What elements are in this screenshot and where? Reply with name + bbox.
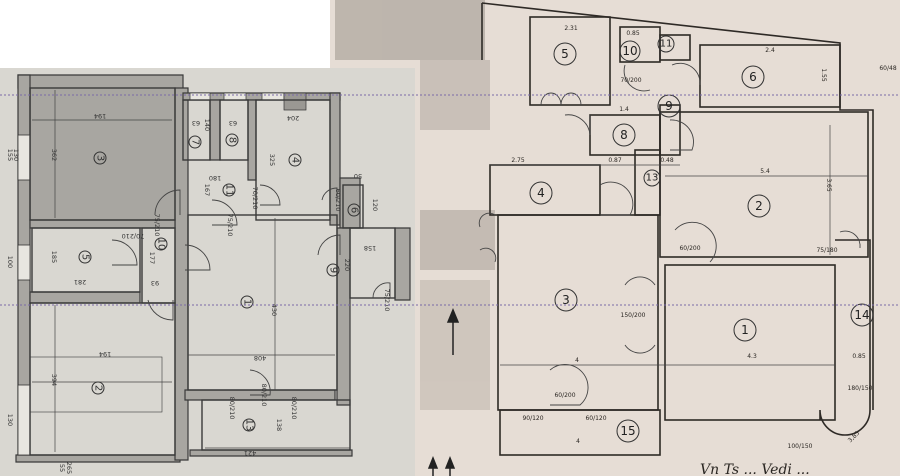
dimension-label: 100 (6, 256, 14, 268)
room-label: 14 (854, 308, 869, 322)
dimension-label: 130 (12, 149, 20, 161)
dimension-label: 130 (6, 414, 14, 426)
room-label: 3 (95, 155, 106, 161)
dimension-label: 5.4 (760, 168, 770, 175)
room-label: 6 (349, 207, 360, 213)
dimension-label: 362 (50, 149, 58, 161)
right-plan-paper (330, 0, 900, 476)
dimension-label: 70/210 (251, 187, 259, 210)
dimension-label: 430 (270, 304, 278, 316)
room-label: 1 (242, 299, 253, 305)
dimension-label: 75/210 (226, 214, 234, 237)
dimension-label: 155 (6, 149, 14, 161)
dimension-label: 220 (343, 259, 351, 271)
left-room-labels: 10 1 2 3 4 5 6 7 8 9 11 13 (78, 133, 361, 432)
dimension-label: 60/200 (679, 245, 700, 252)
left-floor-plan: 10 1 2 3 4 5 6 7 8 9 11 13 194 362 155 1… (6, 74, 411, 474)
dimension-label: 2.31 (564, 25, 578, 32)
dimension-label: 60/48 (879, 65, 896, 72)
dimension-label: 60/210 (334, 189, 342, 212)
room-label: 9 (665, 99, 673, 113)
dimension-label: 0.85 (626, 30, 640, 37)
dimension-label: 0.48 (660, 157, 674, 164)
dimension-label: 138 (275, 419, 283, 431)
dimension-label: 80/210 (228, 397, 236, 420)
room-label: 15 (620, 424, 635, 438)
room-label: 13 (646, 173, 659, 184)
dimension-label: 158 (364, 244, 376, 252)
dimension-label: 80/210 (290, 397, 298, 420)
dimension-label: 1.4 (619, 106, 629, 113)
right-room-labels: 1 2 3 4 5 6 8 9 10 11 13 14 15 (529, 35, 874, 443)
room-label: 10 (622, 44, 637, 58)
room-label: 8 (620, 128, 628, 142)
dimension-label: 4.3 (747, 353, 757, 360)
dimension-label: 177 (148, 252, 156, 264)
room-label: 3 (562, 293, 570, 307)
room-label: 8 (227, 137, 238, 143)
dimension-label: 150/200 (621, 312, 646, 319)
dimension-label: 2.75 (511, 157, 525, 164)
dimension-label: 180/150 (848, 385, 873, 392)
dimension-label: 194 (99, 350, 111, 358)
dimension-label: 2.4 (765, 47, 775, 54)
dimension-label: 75/180 (816, 247, 837, 254)
dimension-label: 421 (244, 449, 256, 457)
stairwell-smudge (335, 0, 495, 410)
room-label: 5 (80, 254, 91, 260)
room-label: 6 (749, 70, 757, 84)
dimension-label: 394 (50, 374, 58, 386)
room-label: 9 (328, 267, 339, 273)
dimension-label: 4 (575, 357, 579, 364)
dimension-label: 194 (94, 112, 106, 120)
dimension-label: 93 (151, 279, 159, 287)
dimension-label: 0.85 (852, 353, 866, 360)
left-dimension-labels: 194 362 155 130 63 140 63 204 325 180 16… (6, 112, 391, 474)
dimension-label: 204 (287, 114, 299, 122)
dimension-label: 408 (254, 354, 266, 362)
dimension-label: 180 (209, 174, 221, 182)
room-label: 1 (741, 323, 749, 337)
dimension-label: 70/200 (620, 77, 641, 84)
dimension-label: 63 (229, 119, 237, 127)
dimension-label: 167 (203, 184, 211, 196)
room-label: 11 (660, 39, 673, 50)
dimension-label: 140 (203, 119, 211, 131)
room-label: 10 (156, 238, 167, 251)
dimension-label: 60/120 (585, 415, 606, 422)
room-label: 13 (244, 419, 255, 432)
dimension-label: 265 (65, 462, 73, 474)
dimension-label: 1.55 (820, 68, 827, 82)
dimension-label: 55 (58, 464, 66, 472)
dimension-label: 281 (74, 278, 86, 286)
room-label: 11 (224, 184, 235, 197)
dimension-label: 63 (192, 119, 200, 127)
room-label: 7 (190, 139, 201, 145)
dimension-label: 100/150 (788, 443, 813, 450)
handwritten-note: Vn Ts ... Vedi ... (700, 462, 810, 476)
dimension-label: 3.65 (825, 178, 832, 192)
dimension-label: 75/210 (383, 289, 391, 312)
room-label: 4 (537, 186, 545, 200)
dimension-label: 50 (354, 172, 362, 180)
dimension-label: 90/120 (522, 415, 543, 422)
dimension-label: 70/210 (122, 232, 145, 240)
room-label: 2 (93, 385, 104, 391)
dimension-label: 0.87 (608, 157, 622, 164)
dimension-label: 80/210 (260, 384, 268, 407)
dimension-label: 120 (371, 199, 379, 211)
room-label: 4 (290, 157, 301, 163)
room-label: 2 (755, 199, 763, 213)
room-label: 5 (561, 47, 569, 61)
dimension-label: 75/210 (153, 214, 161, 237)
dimension-label: 325 (268, 154, 276, 166)
dimension-label: 60/200 (554, 392, 575, 399)
stair-arrow-icon (427, 308, 460, 476)
dimension-label: 4 (576, 438, 580, 445)
dimension-label: 185 (50, 251, 58, 263)
